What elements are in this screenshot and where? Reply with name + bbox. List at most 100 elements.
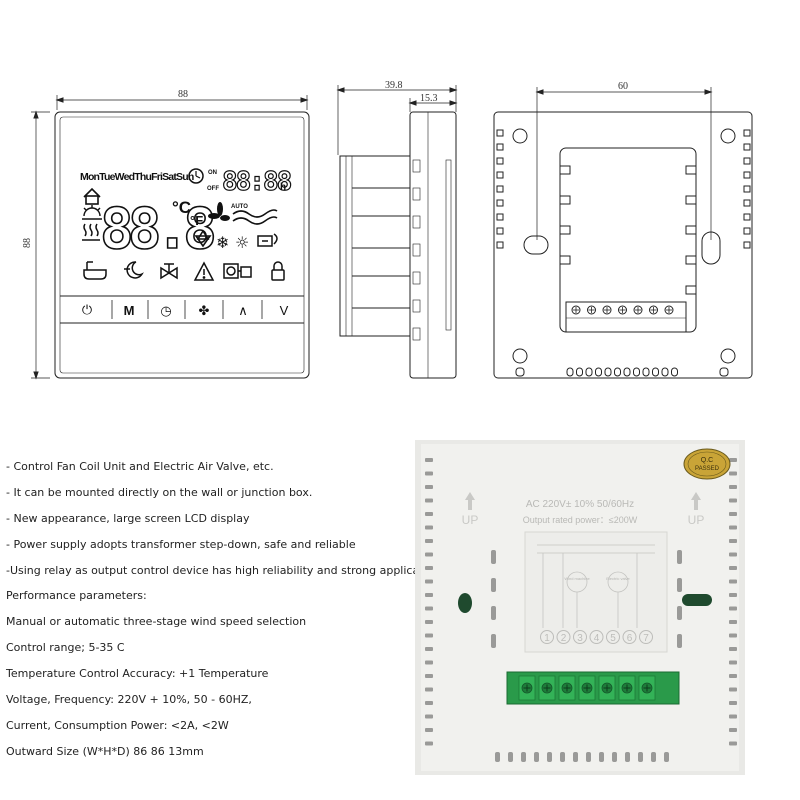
front-height-dimension: 88: [22, 238, 33, 248]
lcd-display: MonTueWedThuFriSatSun ON OFF 88:88 h: [80, 166, 294, 281]
dehumidify-icon: [257, 233, 278, 247]
qc-line-1: Q.C: [701, 457, 713, 464]
sun-rise-icon: [82, 205, 102, 220]
terminal-number-circle: [589, 630, 604, 644]
photo-vent-slot: [425, 471, 433, 476]
photo-bottom-slot: [586, 752, 591, 762]
photo-vent-slot: [729, 498, 737, 503]
terminal-screw: [602, 305, 612, 315]
photo-vent-slot: [729, 741, 737, 746]
photo-vent-slot: [729, 458, 737, 462]
back-view-drawing: [493, 87, 753, 379]
spec-line: - Power supply adopts transformer step-d…: [6, 537, 356, 551]
terminal-number-circle: [639, 630, 653, 644]
terminal-number: 2: [561, 633, 567, 644]
lcd-clock-digits: 88:88: [222, 167, 292, 197]
clock-button[interactable]: ◷: [160, 304, 171, 319]
up-label-left: UP: [462, 513, 479, 527]
bathtub-icon: [83, 261, 107, 280]
vent-slot: [496, 227, 504, 235]
wind-machine-label: Wind machine: [564, 576, 590, 581]
mode-button[interactable]: M: [124, 303, 135, 318]
sun-icon: ☼: [235, 233, 249, 252]
vent-slot: [614, 367, 621, 377]
vent-slot: [743, 199, 751, 207]
photo-bottom-slot: [495, 752, 500, 762]
photo-vent-slot: [425, 485, 433, 489]
vent-slot: [743, 129, 751, 137]
vent-slot: [743, 213, 751, 221]
sleep-icon: [124, 261, 144, 279]
photo-bottom-slot: [547, 752, 552, 762]
photo-vent-slot: [425, 552, 433, 557]
terminal-number-circle: [622, 630, 637, 644]
up-arrow-left: [465, 492, 475, 510]
photo-vent-slot: [425, 728, 433, 732]
vent-slot: [743, 171, 751, 179]
photo-bottom-slot: [573, 752, 578, 762]
up-button[interactable]: ∧: [238, 304, 248, 319]
fan-speed-icon: [208, 202, 230, 221]
photo-vent-slot: [425, 660, 433, 665]
terminal-number-circle: [606, 630, 620, 644]
snowflake-icon: ❄: [216, 233, 229, 252]
terminal-screw: [571, 305, 581, 315]
wind-icon: [232, 209, 278, 225]
vent-slot: [595, 367, 602, 377]
photo-vent-slot: [425, 633, 433, 638]
photo-vent-slot: [425, 458, 433, 462]
spec-line: Control range; 5-35 C: [6, 641, 125, 655]
photo-vent-slot: [729, 566, 737, 570]
side-view-drawing: [336, 85, 458, 379]
vent-slot: [496, 185, 504, 193]
photo-vent-slot: [729, 485, 737, 489]
power-button[interactable]: ⏻: [82, 303, 92, 318]
vent-slot: [496, 213, 504, 221]
spec-line: Voltage, Frequency: 220V + 10%, 50 - 60H…: [6, 693, 252, 707]
product-back-photo: UP UP Q.C PASSED AC 220V± 10% 50/60Hz Ou…: [415, 440, 745, 775]
spec-list: - Control Fan Coil Unit and Electric Air…: [6, 458, 446, 769]
vent-slot: [743, 157, 751, 165]
wiring-diagram: [524, 531, 668, 653]
front-width-dimension: 88: [178, 89, 188, 100]
vent-slot: [743, 241, 751, 249]
terminal-screw: [664, 305, 674, 315]
vent-slot: [566, 367, 574, 377]
spec-line: Current, Consumption Power: <2A, <2W: [6, 718, 229, 732]
photo-vent-slot: [425, 620, 433, 624]
photo-vent-slot: [425, 674, 433, 678]
photo-vent-slot: [425, 579, 433, 584]
vent-slot: [496, 171, 504, 179]
spec-line: - New appearance, large screen LCD displ…: [6, 511, 250, 525]
photo-vent-slot: [729, 701, 737, 705]
photo-vent-slot: [425, 687, 433, 692]
vent-slot: [496, 241, 504, 249]
fan-button[interactable]: ✤: [199, 304, 210, 319]
up-label-right: UP: [688, 513, 705, 527]
qc-passed-sticker: [683, 448, 731, 480]
vent-slot: [604, 367, 612, 377]
valve-icon: [160, 263, 178, 280]
photo-vent-slot: [425, 512, 433, 516]
photo-inner-slot: [491, 578, 496, 592]
photo-vent-slot: [425, 701, 433, 705]
photo-vent-slot: [425, 714, 433, 719]
photo-vent-slot: [729, 471, 737, 476]
terminal-screw: [649, 305, 658, 315]
electric-valve-label: Electric valve: [606, 576, 630, 581]
vent-slot: [633, 367, 640, 377]
photo-inner-slot: [491, 634, 496, 648]
vent-slot: [576, 367, 583, 377]
photo-vent-slot: [729, 512, 737, 516]
house-icon: [83, 187, 101, 205]
rating-line-1: AC 220V± 10% 50/60Hz: [526, 499, 634, 510]
photo-vent-slot: [425, 498, 433, 503]
terminal-number: 6: [627, 633, 633, 644]
photo-inner-slot: [677, 634, 682, 648]
qc-line-2: PASSED: [695, 466, 720, 472]
photo-vent-slot: [425, 539, 433, 543]
recycle-icon: [194, 229, 212, 248]
vent-slot: [623, 367, 631, 377]
vent-slot: [743, 227, 751, 235]
down-button[interactable]: V: [280, 303, 289, 318]
